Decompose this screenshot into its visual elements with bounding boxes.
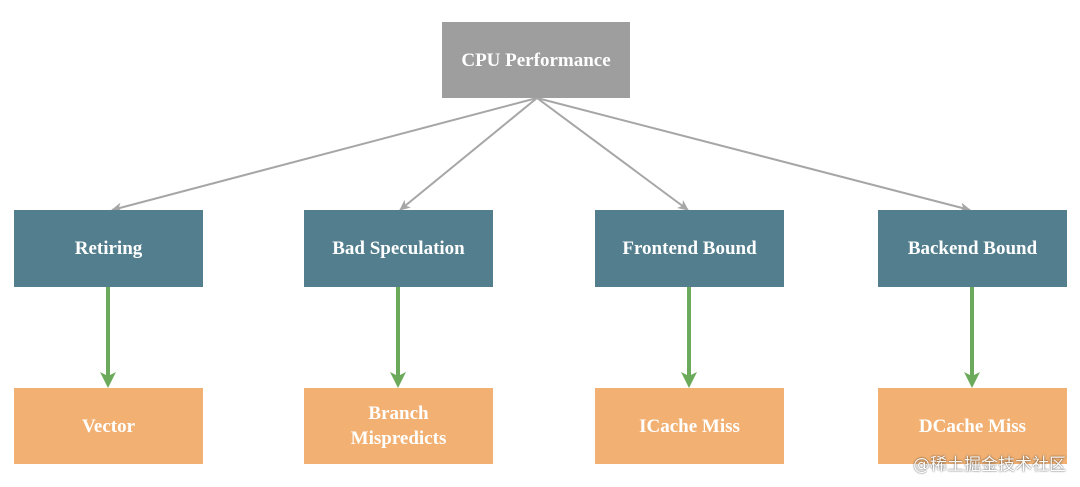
leaf-node-branch-mispredicts: Branch Mispredicts <box>304 388 493 464</box>
root-node-cpu-performance: CPU Performance <box>442 22 630 98</box>
category-node-bad-speculation: Bad Speculation <box>304 210 493 287</box>
leaf-node-vector: Vector <box>14 388 203 464</box>
edge-bad-speculation-to-branch-mispredicts <box>390 287 406 388</box>
edge-root-to-bad-speculation <box>399 97 538 211</box>
leaf-node-dcache-miss: DCache Miss <box>878 388 1067 464</box>
edge-backend-bound-to-dcache-miss <box>964 287 980 388</box>
category-node-retiring: Retiring <box>14 210 203 287</box>
edge-root-to-retiring <box>111 97 538 213</box>
category-node-backend-bound: Backend Bound <box>878 210 1067 287</box>
edge-frontend-bound-to-icache-miss <box>681 287 697 388</box>
edge-root-to-backend-bound <box>536 97 971 213</box>
watermark-text: @稀土掘金技术社区 <box>913 455 1066 475</box>
leaf-node-icache-miss: ICache Miss <box>595 388 784 464</box>
edge-retiring-to-vector <box>100 287 116 388</box>
category-node-frontend-bound: Frontend Bound <box>595 210 784 287</box>
edge-root-to-frontend-bound <box>536 97 689 211</box>
